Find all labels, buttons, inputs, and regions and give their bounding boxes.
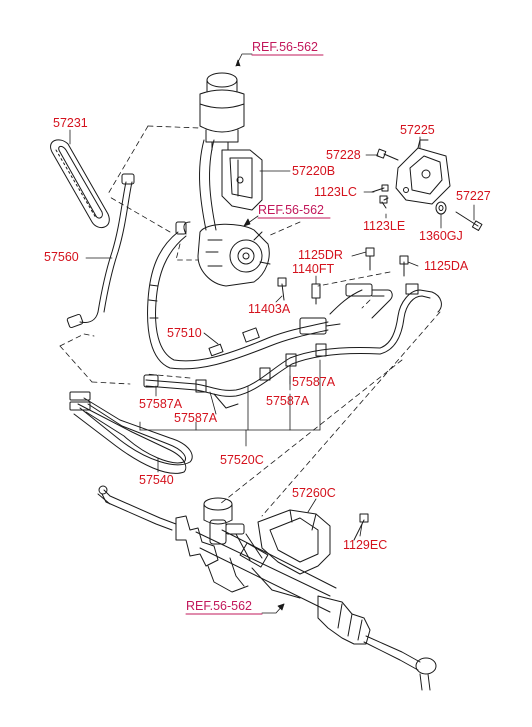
part-label-1360GJ: 1360GJ [419,229,463,243]
part-label-57220B: 57220B [292,164,336,178]
power-steering-pump [175,221,271,287]
part-label-57587A-right-top: 57587A [292,375,336,389]
reference-label-top[interactable]: REF.56-562 [252,40,319,54]
reference-underlines [185,54,331,615]
pressure-hose [147,231,341,370]
part-label-57560: 57560 [44,250,79,264]
part-label-1125DR: 1125DR [298,248,343,262]
part-label-57227: 57227 [456,189,491,203]
reference-label-bottom[interactable]: REF.56-562 [186,599,253,613]
part-label-57228: 57228 [326,148,361,162]
part-label-1140FT: 1140FT [292,262,335,276]
bolt-57228 [376,148,399,161]
washer-1360GJ [435,201,447,215]
leader-lines [69,129,475,537]
reference-label-middle[interactable]: REF.56-562 [258,203,325,217]
reservoir-bracket [221,149,263,211]
part-label-57520C: 57520C [220,453,264,467]
return-line-upper [329,283,393,319]
part-label-57587A-right-bottom: 57587A [266,394,310,408]
part-label-57510: 57510 [167,326,202,340]
bolt-1123LC [371,184,389,193]
part-label-57587A-left-bottom: 57587A [174,411,218,425]
part-label-57225: 57225 [400,123,435,137]
bolt-1123LE [379,195,389,209]
part-label-1123LE: 1123LE [363,219,406,233]
oil-reservoir [199,72,245,151]
bolt-11403A [277,277,287,301]
part-label-57260C: 57260C [292,486,336,500]
bolt-1125DA [399,255,409,277]
part-label-11403A: 11403A [248,302,291,316]
return-line-lower [143,283,442,409]
bolt-1125DR [365,247,375,271]
steering-gear-box [97,485,437,691]
pump-bracket [395,139,451,205]
cooler-pipe [69,391,193,474]
part-label-57231: 57231 [53,116,88,130]
part-label-57540: 57540 [139,473,174,487]
clip-1140FT [311,283,321,305]
part-label-1129EC: 1129EC [343,538,388,552]
drive-belt [50,139,110,229]
reservoir-hose [199,139,217,231]
bolt-57227 [455,211,483,231]
part-label-1123LC: 1123LC [314,185,357,199]
part-label-57587A-left-top: 57587A [139,397,183,411]
dashed-connector-lines [59,125,441,517]
cooler-line [66,173,135,329]
reference-pointers [235,53,285,614]
part-label-1125DA: 1125DA [424,259,469,273]
